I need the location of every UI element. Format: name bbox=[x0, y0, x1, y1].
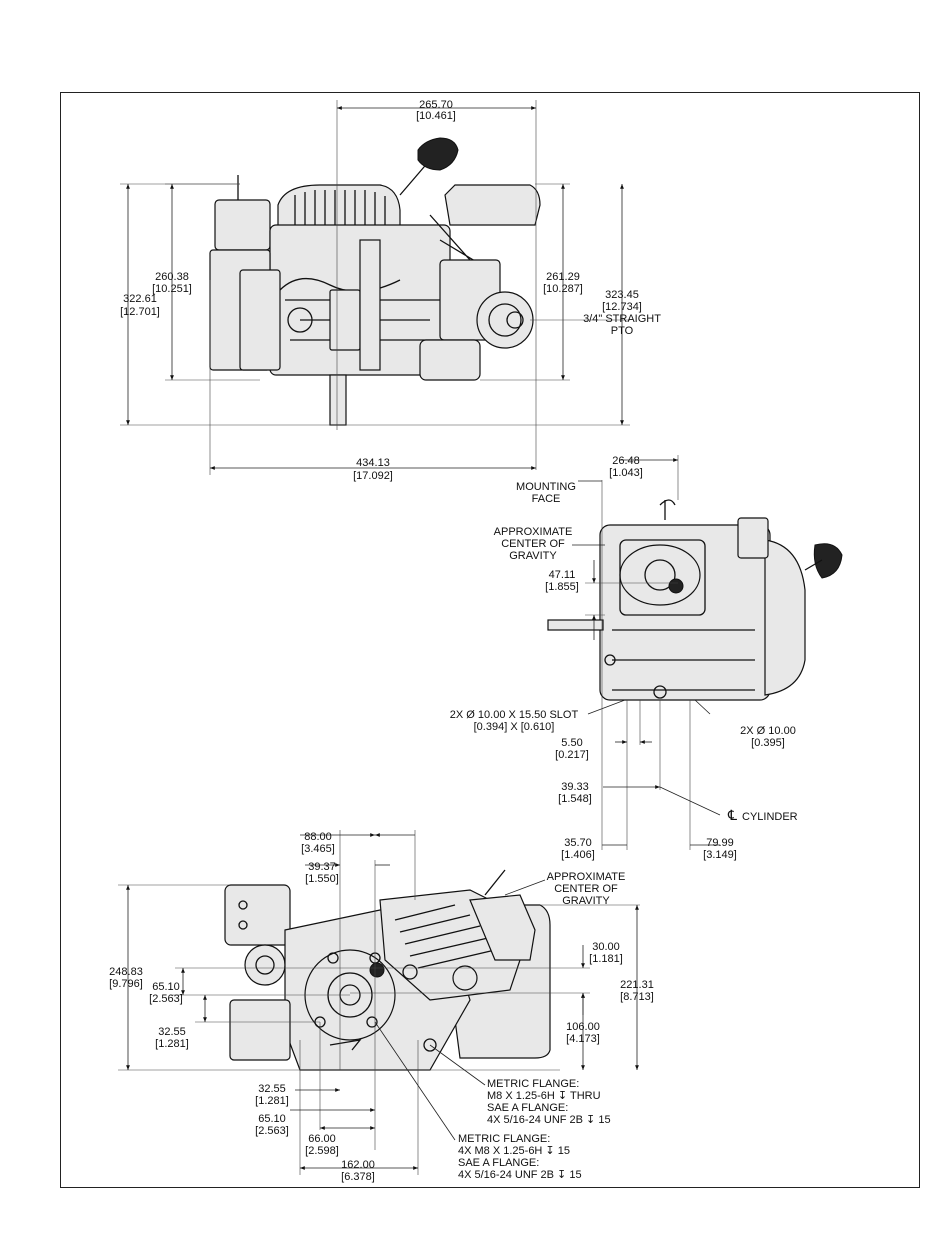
dim-323-45-in: [12.734] bbox=[602, 301, 642, 313]
top-view-dimensions bbox=[120, 100, 630, 475]
top-view-labels: 265.70 [10.461] 322.61 [12.701] 260.38 [… bbox=[120, 99, 661, 482]
dim-248-83-in: [9.796] bbox=[109, 978, 143, 990]
dim-221-31-in: [8.713] bbox=[620, 991, 654, 1003]
hole-note-line2: [0.395] bbox=[751, 737, 785, 749]
mounting-face-line1: MOUNTING bbox=[516, 481, 576, 493]
slot-note-line1: 2X Ø 10.00 X 15.50 SLOT bbox=[450, 709, 579, 721]
dim-434-13: 434.13 bbox=[356, 457, 390, 469]
dim-260-38-in: [10.251] bbox=[152, 283, 192, 295]
dim-260-38: 260.38 bbox=[155, 271, 189, 283]
dim-265-70-in: [10.461] bbox=[416, 110, 456, 122]
dim-35-70: 35.70 bbox=[564, 837, 592, 849]
front-view-labels: 88.00 [3.465] 39.37 [1.550] APPROXIMATE … bbox=[109, 831, 654, 1183]
dim-5-50-in: [0.217] bbox=[555, 749, 589, 761]
note-4x-line3: SAE A FLANGE: bbox=[458, 1157, 539, 1169]
drawing-frame bbox=[60, 92, 920, 1188]
dim-65-10-left: 65.10 bbox=[152, 981, 180, 993]
dim-88-00-in: [3.465] bbox=[301, 843, 335, 855]
note-thru-line4: 4X 5/16-24 UNF 2B ↧ 15 bbox=[487, 1114, 611, 1126]
engine-front-view bbox=[224, 869, 551, 1071]
dim-66-00: 66.00 bbox=[308, 1133, 336, 1145]
engine-top-view bbox=[209, 137, 541, 426]
dim-39-33-in: [1.548] bbox=[558, 793, 592, 805]
dim-248-83: 248.83 bbox=[109, 966, 143, 978]
cog-side-line3: GRAVITY bbox=[509, 550, 557, 562]
engine-side-view bbox=[547, 499, 843, 701]
cog-front-line3: GRAVITY bbox=[562, 895, 610, 907]
centerline-symbol: ℄ bbox=[727, 808, 737, 824]
note-thru-line1: METRIC FLANGE: bbox=[487, 1078, 579, 1090]
dim-221-31: 221.31 bbox=[620, 979, 654, 991]
dim-47-11-in: [1.855] bbox=[545, 581, 579, 593]
dim-322-61-in: [12.701] bbox=[120, 306, 160, 318]
dim-261-29-in: [10.287] bbox=[543, 283, 583, 295]
dim-162-00-in: [6.378] bbox=[341, 1171, 375, 1183]
dim-32-55-left-in: [1.281] bbox=[155, 1038, 189, 1050]
slot-note-line2: [0.394] X [0.610] bbox=[474, 721, 555, 733]
note-4x-line2: 4X M8 X 1.25-6H ↧ 15 bbox=[458, 1145, 570, 1157]
dim-30-00-in: [1.181] bbox=[589, 953, 623, 965]
dim-32-55-bottom-in: [1.281] bbox=[255, 1095, 289, 1107]
mounting-face-line2: FACE bbox=[532, 493, 561, 505]
dim-32-55-left: 32.55 bbox=[158, 1026, 186, 1038]
pto-note-line2: PTO bbox=[611, 325, 634, 337]
dim-322-61: 322.61 bbox=[123, 293, 157, 305]
dim-47-11: 47.11 bbox=[549, 569, 576, 581]
front-view-dimensions bbox=[118, 830, 640, 1175]
dim-66-00-in: [2.598] bbox=[305, 1145, 339, 1157]
cylinder-label: CYLINDER bbox=[742, 811, 798, 823]
side-view-labels: 26.48 [1.043] MOUNTING FACE APPROXIMATE … bbox=[450, 455, 798, 861]
hole-note-line1: 2X Ø 10.00 bbox=[740, 725, 796, 737]
dim-26-48-in: [1.043] bbox=[609, 467, 643, 479]
dim-162-00: 162.00 bbox=[341, 1159, 375, 1171]
note-4x-line1: METRIC FLANGE: bbox=[458, 1133, 550, 1145]
dim-30-00: 30.00 bbox=[592, 941, 620, 953]
dim-65-10-left-in: [2.563] bbox=[149, 993, 183, 1005]
dim-261-29: 261.29 bbox=[546, 271, 580, 283]
dim-65-10-bottom-in: [2.563] bbox=[255, 1125, 289, 1137]
cog-front-line2: CENTER OF bbox=[554, 883, 618, 895]
dim-265-70: 265.70 bbox=[419, 99, 453, 111]
cog-front-line1: APPROXIMATE bbox=[547, 871, 626, 883]
dim-39-33: 39.33 bbox=[561, 781, 589, 793]
dim-26-48: 26.48 bbox=[612, 455, 640, 467]
dim-39-37: 39.37 bbox=[308, 861, 336, 873]
dim-79-99-in: [3.149] bbox=[703, 849, 737, 861]
dim-106-00: 106.00 bbox=[566, 1021, 600, 1033]
dim-5-50: 5.50 bbox=[561, 737, 582, 749]
dim-35-70-in: [1.406] bbox=[561, 849, 595, 861]
dim-434-13-in: [17.092] bbox=[353, 470, 393, 482]
dim-323-45: 323.45 bbox=[605, 289, 639, 301]
side-view-dimensions bbox=[572, 455, 721, 850]
dim-79-99: 79.99 bbox=[706, 837, 734, 849]
dim-106-00-in: [4.173] bbox=[566, 1033, 600, 1045]
note-thru-line2: M8 X 1.25-6H ↧ THRU bbox=[487, 1090, 601, 1102]
dim-88-00: 88.00 bbox=[304, 831, 332, 843]
dim-32-55-bottom: 32.55 bbox=[258, 1083, 286, 1095]
pto-note-line1: 3/4" STRAIGHT bbox=[583, 313, 661, 325]
dim-39-37-in: [1.550] bbox=[305, 873, 339, 885]
cog-side-line1: APPROXIMATE bbox=[494, 526, 573, 538]
note-thru-line3: SAE A FLANGE: bbox=[487, 1102, 568, 1114]
dim-65-10-bottom: 65.10 bbox=[258, 1113, 286, 1125]
cog-side-line2: CENTER OF bbox=[501, 538, 565, 550]
note-4x-line4: 4X 5/16-24 UNF 2B ↧ 15 bbox=[458, 1169, 582, 1181]
